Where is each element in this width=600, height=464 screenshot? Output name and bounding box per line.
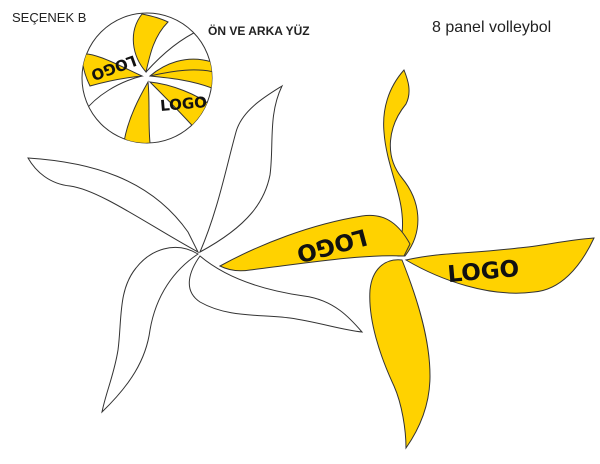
logo-front-right: LOGO	[446, 256, 520, 288]
view-label: ÖN VE ARKA YÜZ	[208, 24, 310, 38]
back-face-pinwheel	[27, 84, 364, 414]
ball-panels	[82, 13, 212, 143]
front-face-pinwheel	[218, 69, 595, 450]
logo-ball-bottom: LOGO	[159, 93, 207, 115]
yellow-blade-right	[404, 237, 595, 294]
yellow-blade-top	[383, 69, 419, 257]
white-blade-left	[27, 157, 200, 254]
white-blade-lower-right	[188, 255, 364, 333]
option-label: SEÇENEK B	[12, 10, 87, 25]
yellow-blade-bottom	[369, 259, 431, 450]
white-blade-top	[198, 84, 284, 254]
white-blade-lower-left	[101, 246, 199, 414]
yellow-blade-left	[218, 214, 411, 272]
product-label: 8 panel volleybol	[432, 19, 552, 36]
volleyball-preview: LOGO LOGO	[81, 12, 213, 144]
